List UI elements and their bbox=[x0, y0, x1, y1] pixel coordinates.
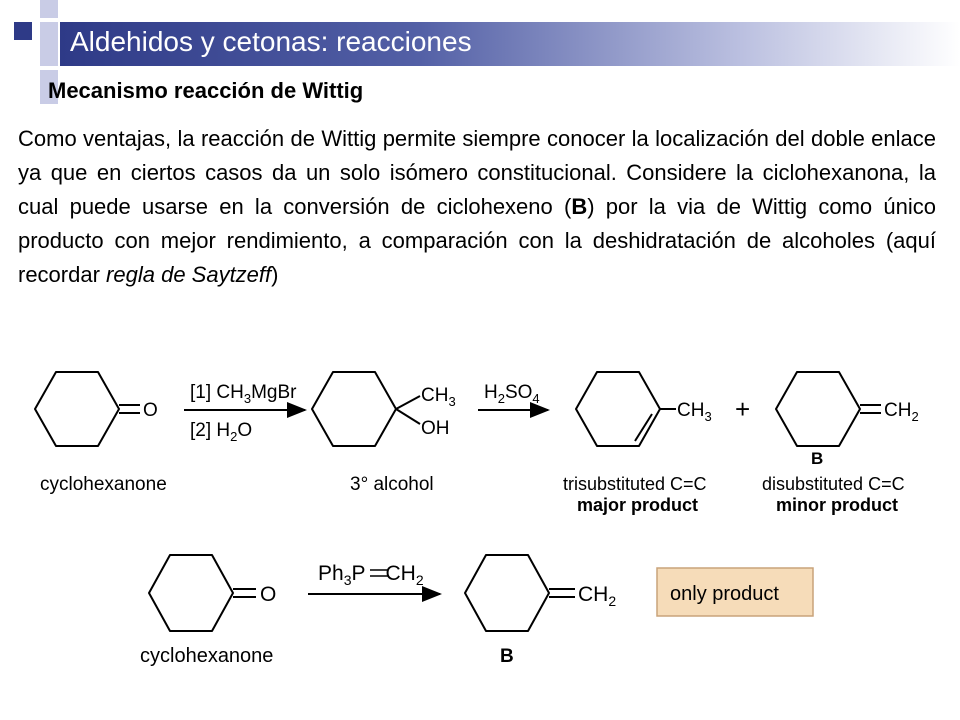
reagent-step-1: [1] CH3MgBr bbox=[190, 382, 297, 406]
deco-square-light bbox=[40, 22, 58, 66]
slide-title: Aldehidos y cetonas: reacciones bbox=[70, 26, 472, 57]
paragraph-text-1: Como ventajas, la reacción de Wittig per… bbox=[18, 126, 936, 219]
deco-square-light-bottom bbox=[40, 70, 58, 104]
alcohol-ch3: CH3 bbox=[421, 385, 456, 409]
label-cyclohexanone-1: cyclohexanone bbox=[40, 474, 167, 495]
body-paragraph: Como ventajas, la reacción de Wittig per… bbox=[18, 122, 936, 292]
deco-square-light-top bbox=[40, 0, 58, 18]
ring-wittig-product bbox=[464, 554, 550, 632]
product-ch2: CH2 bbox=[578, 583, 616, 609]
paragraph-text-2: ) por la via de Wittig como único produc… bbox=[18, 194, 936, 287]
title-bar bbox=[60, 22, 960, 66]
ring-cyclohexanone-1 bbox=[34, 371, 120, 447]
ring-double-bond bbox=[634, 413, 653, 442]
slide-subtitle: Mecanismo reacción de Wittig bbox=[48, 78, 364, 103]
label-cyclohexanone-2: cyclohexanone bbox=[140, 645, 273, 667]
only-product-text: only product bbox=[670, 583, 779, 605]
only-product-box bbox=[656, 567, 814, 617]
ring-cyclohexanone-2 bbox=[148, 554, 234, 632]
reagent-step-2: [2] H2O bbox=[190, 420, 252, 444]
label-trisubstituted: trisubstituted C=C bbox=[563, 474, 707, 494]
deco-square-blue bbox=[14, 22, 32, 40]
atom-o-1: O bbox=[143, 400, 158, 421]
product2-letter: B bbox=[811, 449, 823, 468]
ring-alcohol bbox=[311, 371, 397, 447]
atom-o-2: O bbox=[260, 583, 276, 606]
label-major-product: major product bbox=[577, 495, 698, 515]
label-minor-product: minor product bbox=[776, 495, 898, 515]
product-letter: B bbox=[500, 646, 514, 667]
product1-ch3: CH3 bbox=[677, 400, 712, 424]
ring-disubstituted bbox=[775, 371, 861, 447]
plus-sign: + bbox=[735, 394, 750, 424]
paragraph-italic: regla de Saytzeff bbox=[106, 262, 272, 287]
bond-ch3 bbox=[395, 395, 421, 410]
paragraph-bold-b: B bbox=[571, 194, 588, 219]
label-disubstituted: disubstituted C=C bbox=[762, 474, 905, 494]
paragraph-text-3: ) bbox=[271, 262, 279, 287]
product2-ch2: CH2 bbox=[884, 400, 919, 424]
reagent-h2so4: H2SO4 bbox=[484, 382, 540, 406]
label-alcohol: 3° alcohol bbox=[350, 474, 434, 495]
alcohol-oh: OH bbox=[421, 418, 450, 439]
bond-oh bbox=[395, 408, 421, 425]
ring-trisubstituted bbox=[575, 371, 661, 447]
